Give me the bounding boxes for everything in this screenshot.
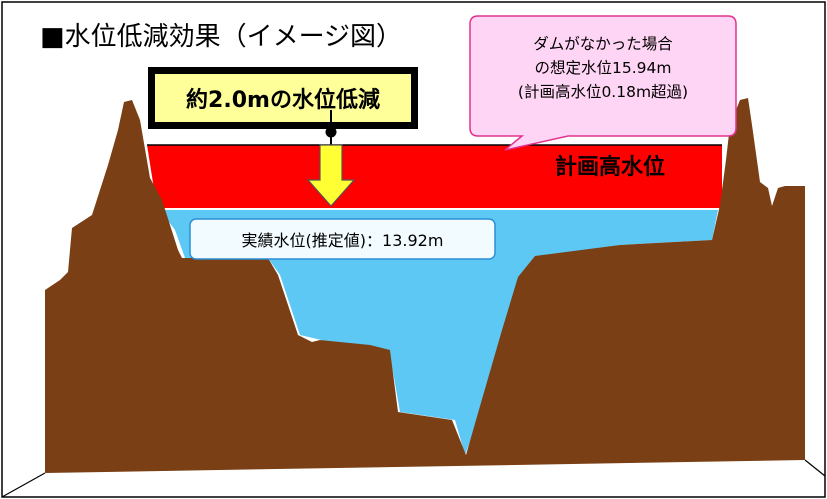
callout-line-3: (計画高水位0.18m超過)	[517, 83, 689, 101]
reduction-label-box	[155, 74, 411, 122]
floor-left-line	[1, 472, 46, 498]
dot-marker-icon	[325, 126, 337, 138]
plan-water-band	[147, 145, 722, 208]
down-arrow-icon	[306, 144, 356, 207]
diagram-title: ■水位低減効果（イメージ図）	[40, 22, 403, 52]
actual-water-area	[160, 210, 718, 455]
actual-level-box	[189, 218, 496, 260]
callout-line-1: ダムがなかった場合	[533, 35, 673, 53]
plan-high-water-level-label: 計画高水位	[555, 155, 666, 180]
no-dam-water-level-callout: ダムがなかった場合 の想定水位15.94m (計画高水位0.18m超過)	[472, 16, 734, 104]
actual-water-level-label: 実績水位(推定値)：13.92m	[241, 231, 444, 250]
terrain-cross-section	[45, 98, 805, 473]
reduction-label: 約2.0mの水位低減	[186, 88, 380, 113]
callout-line-2: の想定水位15.94m	[534, 59, 672, 77]
callout-bubble	[469, 15, 737, 151]
floor-right-line	[804, 459, 826, 477]
